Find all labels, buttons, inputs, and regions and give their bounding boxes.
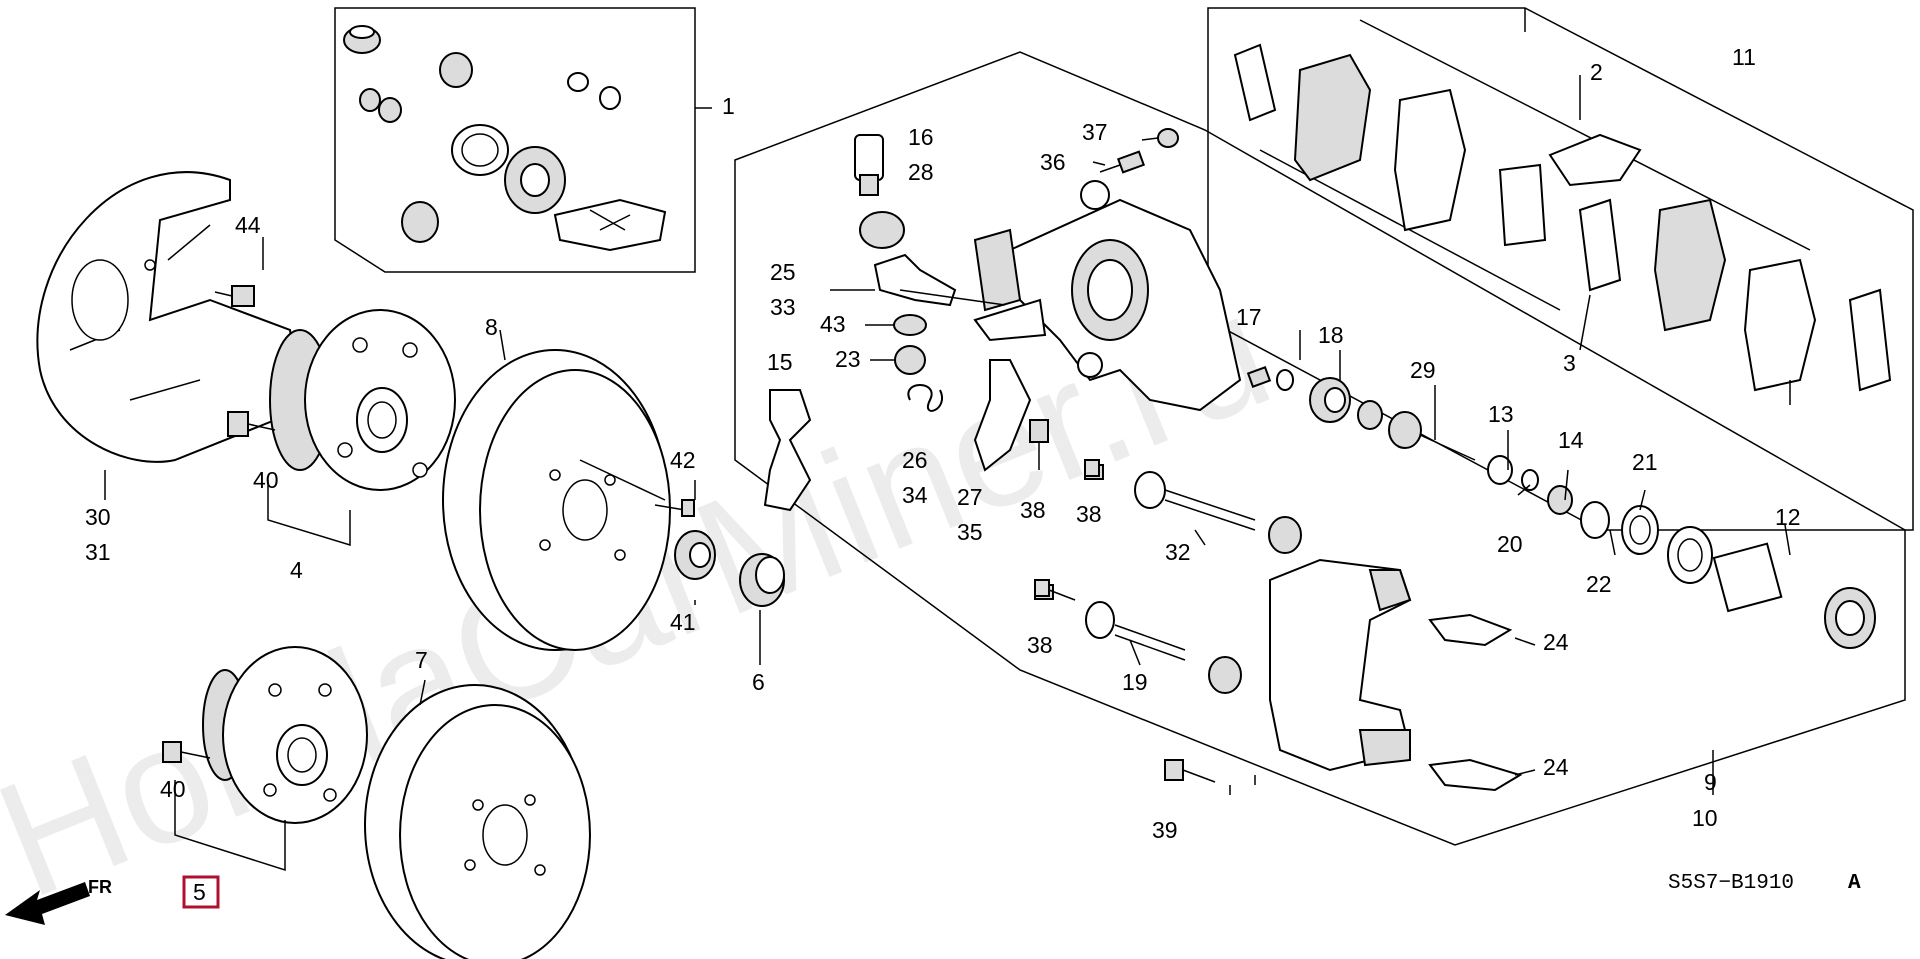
callout-36[interactable]: 36 — [1040, 149, 1066, 175]
callout-20[interactable]: 20 — [1497, 531, 1523, 557]
callout-21[interactable]: 21 — [1632, 449, 1658, 475]
pad-retainer-upper — [1428, 613, 1513, 647]
callout-4[interactable]: 4 — [290, 557, 303, 583]
callout-39[interactable]: 39 — [1152, 817, 1178, 843]
callout-8[interactable]: 8 — [485, 314, 498, 340]
nut-23 — [894, 345, 926, 375]
disc-lower — [364, 684, 591, 959]
callout-22[interactable]: 22 — [1586, 571, 1612, 597]
callout-38-lower[interactable]: 38 — [1027, 632, 1053, 658]
callout-23[interactable]: 23 — [835, 346, 861, 372]
callout-27[interactable]: 27 — [957, 484, 983, 510]
hub-bolt-lower — [162, 741, 211, 763]
guide-pin-32 — [1084, 464, 1302, 554]
diagram-code: S5S7−B1910 A — [1668, 872, 1861, 895]
callout-6[interactable]: 6 — [752, 669, 765, 695]
splash-bolt — [214, 285, 255, 307]
washer-43 — [893, 314, 927, 336]
callout-37[interactable]: 37 — [1082, 119, 1108, 145]
bracket-25 — [873, 253, 957, 307]
lever-27 — [973, 359, 1032, 472]
callout-32[interactable]: 32 — [1165, 539, 1191, 565]
bolt-38-upper — [1029, 419, 1049, 470]
hub-upper — [269, 309, 456, 491]
callout-15[interactable]: 15 — [767, 349, 793, 375]
callout-16[interactable]: 16 — [908, 124, 934, 150]
callout-38-mid[interactable]: 38 — [1076, 501, 1102, 527]
cap-37 — [1157, 128, 1179, 148]
caliper-body — [973, 180, 1242, 412]
caliper-bracket — [1269, 558, 1412, 772]
hub-lower — [202, 646, 368, 824]
callout-labels: 1 2 3 4 5 6 7 8 9 10 11 12 13 14 15 16 1… — [85, 44, 1801, 905]
callout-38-upper[interactable]: 38 — [1020, 497, 1046, 523]
callout-7[interactable]: 7 — [415, 647, 428, 673]
pad-grease-packet — [1548, 133, 1642, 187]
bolt-38-mid — [1084, 459, 1100, 477]
diagram-revision: A — [1848, 872, 1861, 895]
bleeder-screw — [854, 134, 905, 249]
callout-24-lower[interactable]: 24 — [1543, 754, 1569, 780]
clip-15 — [763, 389, 812, 512]
callout-12[interactable]: 12 — [1775, 504, 1801, 530]
callout-31[interactable]: 31 — [85, 539, 111, 565]
pad-retainer-lower — [1428, 758, 1523, 792]
callout-2[interactable]: 2 — [1590, 59, 1603, 85]
bolt-38-lower — [1034, 579, 1076, 601]
spring-26 — [907, 384, 943, 412]
callout-13[interactable]: 13 — [1488, 401, 1514, 427]
callout-40-upper[interactable]: 40 — [253, 467, 279, 493]
diagram-code-text: S5S7−B1910 — [1668, 872, 1794, 895]
bracket-bolt-39 — [1164, 759, 1216, 783]
callout-40-lower[interactable]: 40 — [160, 776, 186, 802]
disc-screw — [654, 499, 695, 517]
callout-35[interactable]: 35 — [957, 519, 983, 545]
spindle-nut — [674, 530, 716, 580]
highlight-box-5 — [182, 875, 220, 909]
callout-28[interactable]: 28 — [908, 159, 934, 185]
callout-14[interactable]: 14 — [1558, 427, 1584, 453]
callout-43[interactable]: 43 — [820, 311, 846, 337]
pad-shims — [1233, 43, 1892, 392]
callout-33[interactable]: 33 — [770, 294, 796, 320]
callout-42[interactable]: 42 — [670, 447, 696, 473]
fr-label: FR — [88, 877, 112, 897]
callout-10[interactable]: 10 — [1692, 805, 1718, 831]
callout-24-upper[interactable]: 24 — [1543, 629, 1569, 655]
parking-piston-parts — [1246, 366, 1876, 649]
callout-3[interactable]: 3 — [1563, 350, 1576, 376]
callout-17[interactable]: 17 — [1236, 304, 1262, 330]
callout-11[interactable]: 11 — [1732, 44, 1756, 70]
bolt-36 — [1099, 150, 1146, 174]
callout-18[interactable]: 18 — [1318, 322, 1344, 348]
callout-9[interactable]: 9 — [1704, 769, 1717, 795]
disc-upper — [442, 349, 671, 651]
splash-guard — [36, 171, 302, 463]
hub-bolt-upper — [227, 411, 276, 437]
callout-29[interactable]: 29 — [1410, 357, 1436, 383]
caliper-assembly-box — [734, 51, 1906, 846]
brake-pads — [1293, 53, 1817, 392]
callout-25[interactable]: 25 — [770, 259, 796, 285]
callout-34[interactable]: 34 — [902, 482, 928, 508]
callout-41[interactable]: 41 — [670, 609, 696, 635]
callout-19[interactable]: 19 — [1122, 669, 1148, 695]
callout-1[interactable]: 1 — [722, 93, 735, 119]
callout-44[interactable]: 44 — [235, 212, 261, 238]
callout-26[interactable]: 26 — [902, 447, 928, 473]
callout-30[interactable]: 30 — [85, 504, 111, 530]
leader-lines — [104, 75, 1791, 872]
seal-kit-box — [334, 7, 696, 273]
seal-kit-parts — [343, 25, 667, 252]
hub-cap — [739, 553, 785, 607]
callout-5[interactable]: 5 — [193, 879, 206, 905]
front-direction-arrow: FR — [5, 877, 112, 925]
